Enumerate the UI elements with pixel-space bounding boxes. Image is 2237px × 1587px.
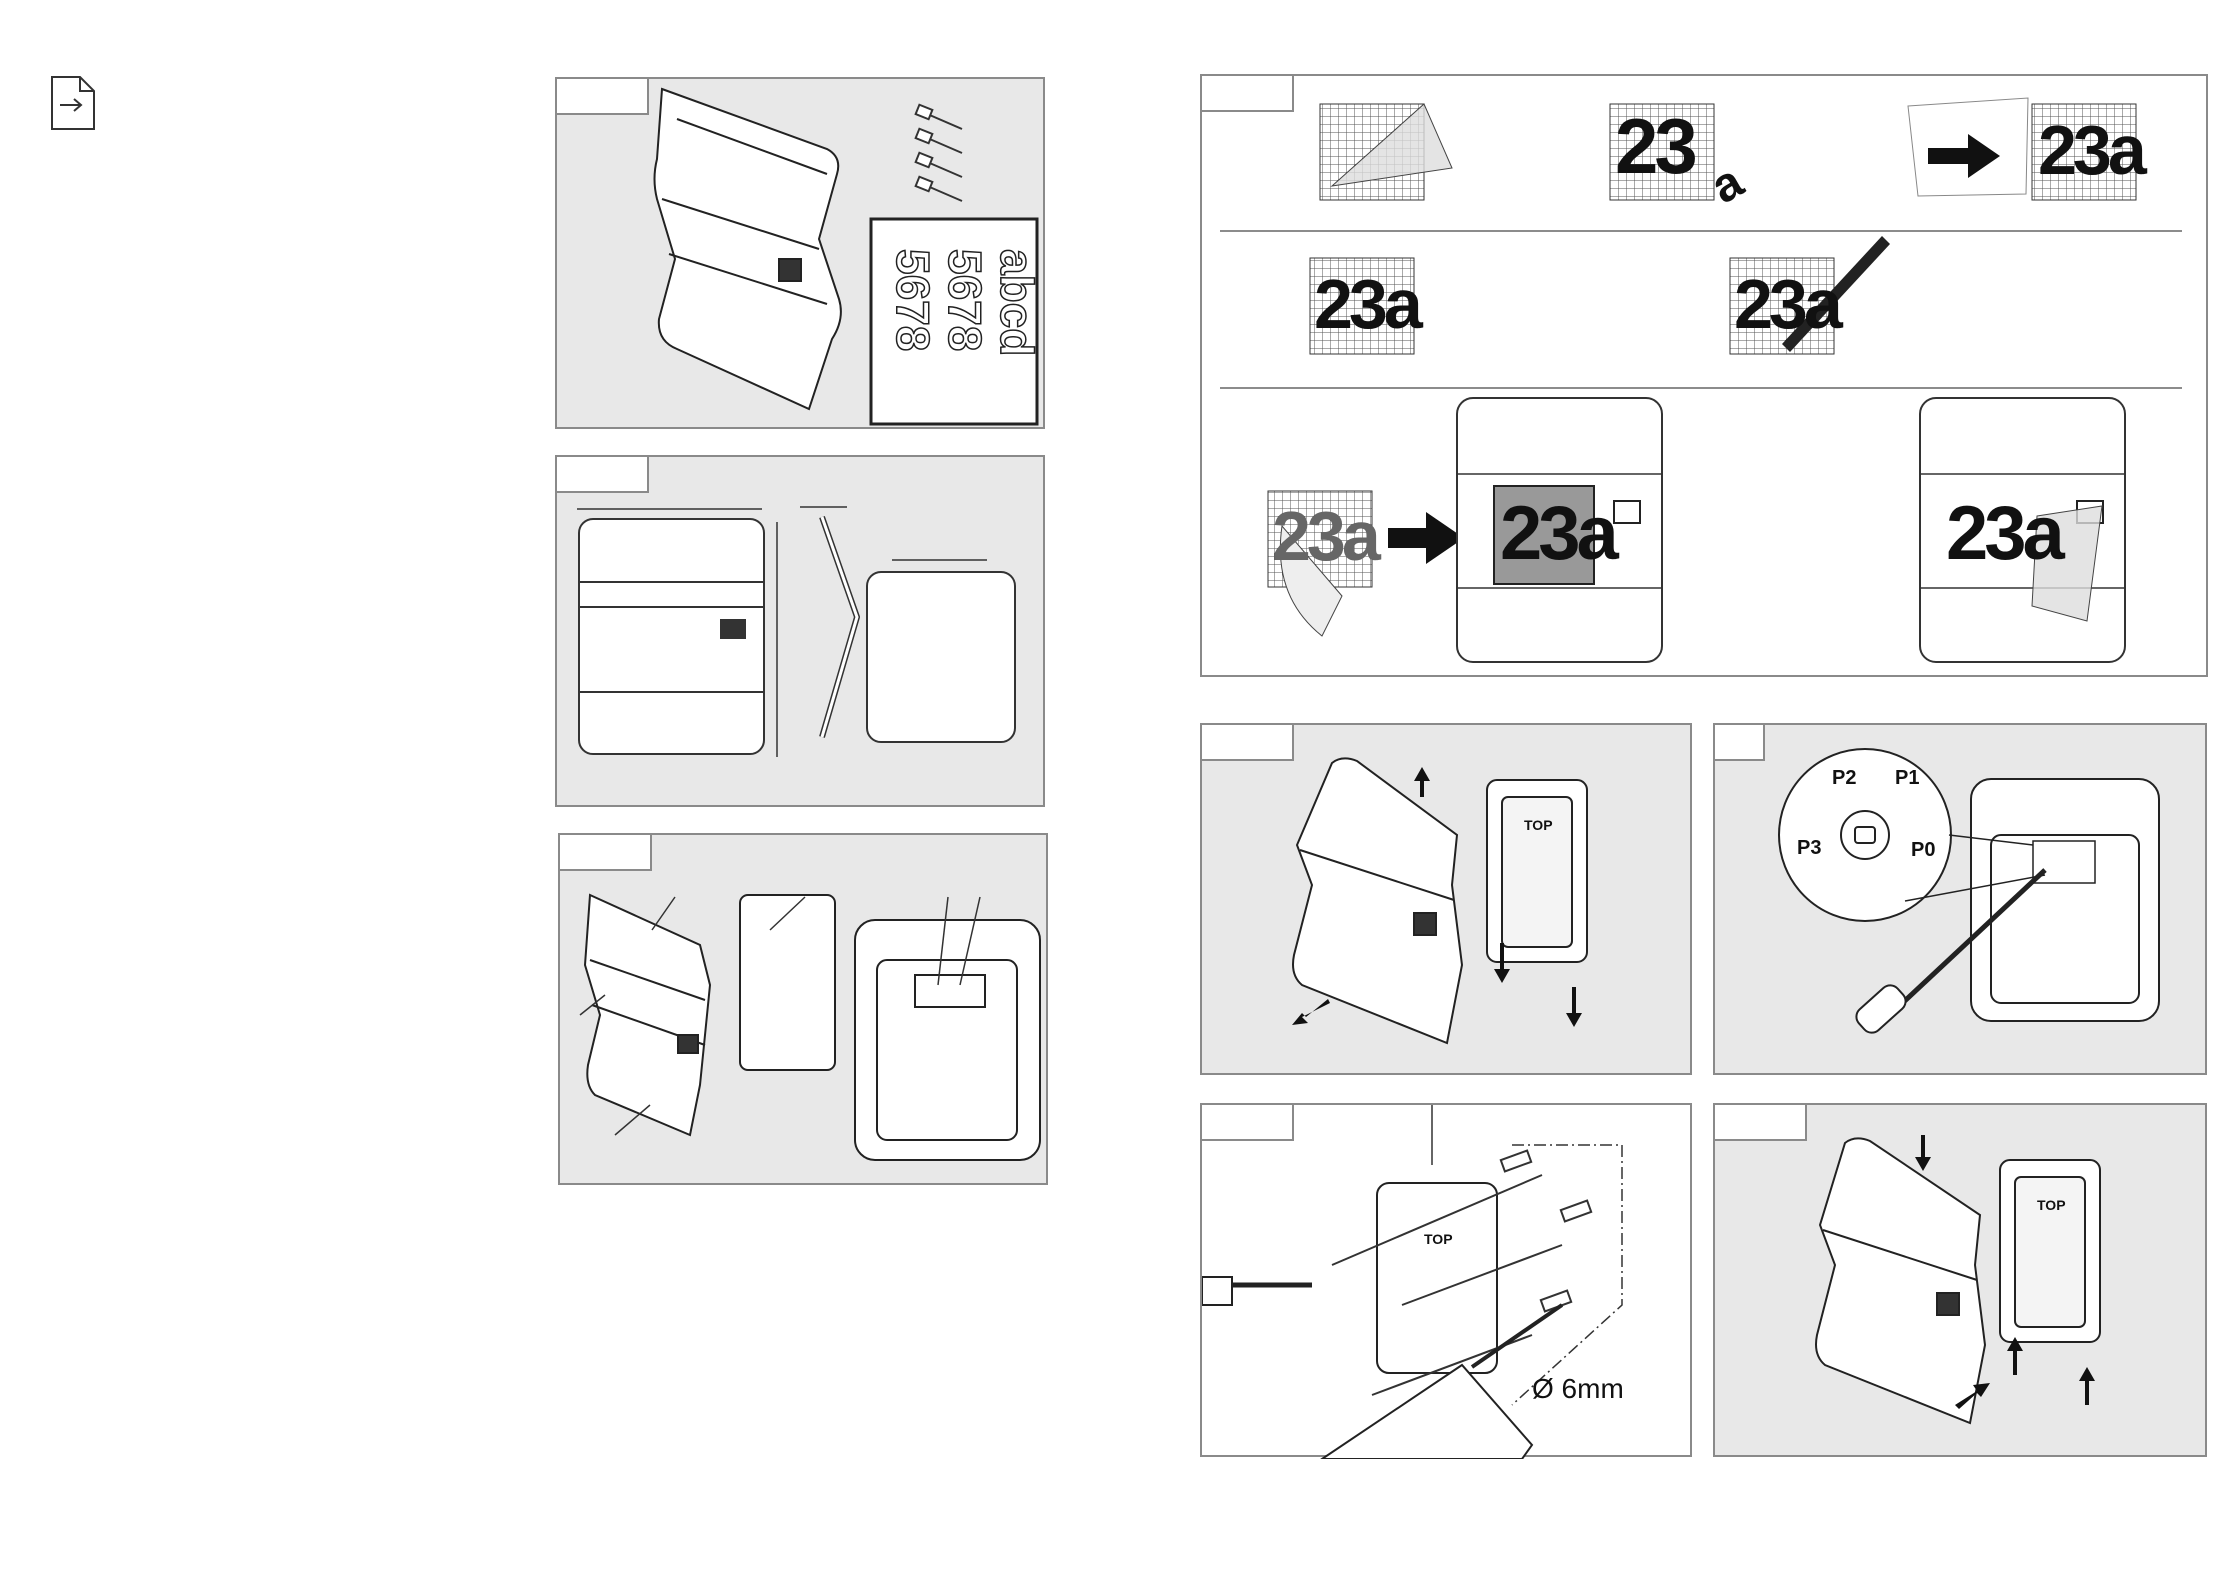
plate-top-label: TOP — [2037, 1197, 2066, 1213]
panel-open-housing: TOP — [1200, 723, 1692, 1075]
panel-number-plate: 23 a 23a 23a 23a 23a 23a 23a — [1200, 74, 2208, 677]
document-arrow-icon — [50, 75, 96, 131]
panel-dimensions — [555, 455, 1045, 807]
screws-illustration — [916, 105, 962, 201]
number-sample-23a-sheet: 23a — [1272, 498, 1377, 574]
number-sample-23a-final: 23a — [1946, 494, 2061, 574]
position-p3-label: P3 — [1797, 837, 1821, 860]
number-sample-23a-pen: 23a — [1734, 266, 1839, 342]
number-sample-23: 23 — [1615, 104, 1694, 188]
panel-close-housing: TOP — [1713, 1103, 2207, 1457]
housing-illustration — [655, 89, 841, 409]
position-p1-label: P1 — [1895, 767, 1919, 790]
panel-adjust-potentiometer: P2 P1 P3 P0 — [1713, 723, 2207, 1075]
plate-top-label: TOP — [1524, 817, 1553, 833]
position-p2-label: P2 — [1832, 767, 1856, 790]
plate-top-label: TOP — [1424, 1231, 1453, 1247]
number-sample-23a-plate: 23a — [1500, 494, 1615, 574]
svg-text:5678: 5678 — [887, 249, 939, 351]
number-sample-23a-top: 23a — [2038, 112, 2143, 188]
drill-diameter-label: Ø 6mm — [1532, 1373, 1624, 1405]
number-sample-23a-press: 23a — [1314, 266, 1419, 342]
svg-text:5678: 5678 — [939, 249, 991, 351]
panel-package-contents: 5678 5678 abcd — [555, 77, 1045, 429]
svg-text:abcd: abcd — [991, 249, 1043, 356]
panel-parts-overview — [558, 833, 1048, 1185]
position-p0-label: P0 — [1911, 839, 1935, 862]
panel-wall-mounting: Ø 6mm TOP — [1200, 1103, 1692, 1457]
